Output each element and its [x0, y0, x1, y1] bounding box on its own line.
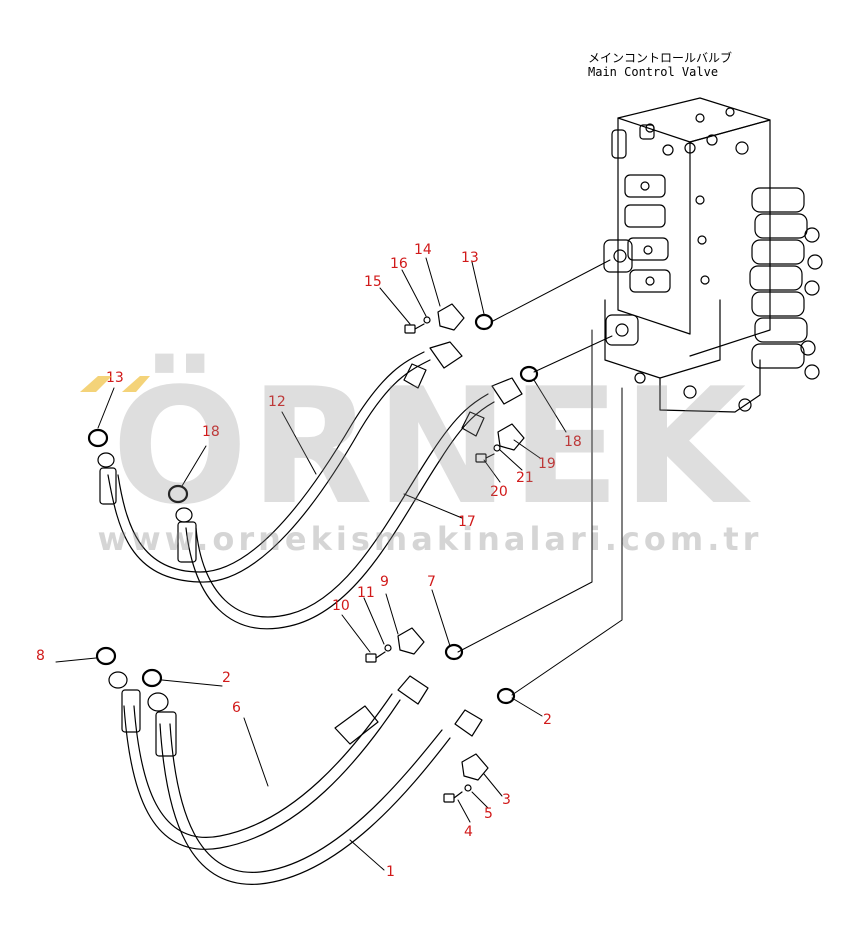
hose-12 [97, 341, 463, 583]
callout-7: 7 [427, 574, 436, 590]
callout-19: 19 [538, 456, 556, 472]
hose-1 [147, 692, 483, 885]
callout-17: 17 [458, 514, 476, 530]
port-leader-lines [457, 259, 623, 696]
hose-6 [108, 671, 429, 850]
callout-3: 3 [502, 792, 511, 808]
callout-11: 11 [357, 585, 375, 601]
callout-20: 20 [490, 484, 508, 500]
callout-6: 6 [232, 700, 241, 716]
callout-13a: 13 [106, 370, 124, 386]
valve-label-japanese: メインコントロールバルブ [588, 51, 733, 65]
callout-9: 9 [380, 574, 389, 590]
callout-1: 1 [386, 864, 395, 880]
watermark-brand: ÖRNEK [111, 353, 749, 540]
callout-2b: 2 [543, 712, 552, 728]
valve-label-english: Main Control Valve [588, 65, 719, 79]
hose-17 [175, 377, 523, 630]
callout-12: 12 [268, 394, 286, 410]
callout-18a: 18 [202, 424, 220, 440]
callout-15: 15 [364, 274, 382, 290]
o-rings [87, 313, 539, 705]
callout-2a: 2 [222, 670, 231, 686]
watermark-accent-mark [80, 376, 150, 392]
callout-leaders [55, 257, 567, 871]
main-control-valve [603, 97, 823, 413]
callout-16: 16 [390, 256, 408, 272]
callout-5: 5 [484, 806, 493, 822]
watermark-url: www.ornekismakinalari.com.tr [97, 520, 763, 558]
callout-4: 4 [464, 824, 473, 840]
callout-10: 10 [332, 598, 350, 614]
callout-21: 21 [516, 470, 534, 486]
callout-labels: 1 2 2 3 4 5 6 7 8 9 10 11 12 13 13 14 15… [36, 242, 582, 880]
callout-8: 8 [36, 648, 45, 664]
callout-18b: 18 [564, 434, 582, 450]
callout-13b: 13 [461, 250, 479, 266]
callout-14: 14 [414, 242, 432, 258]
